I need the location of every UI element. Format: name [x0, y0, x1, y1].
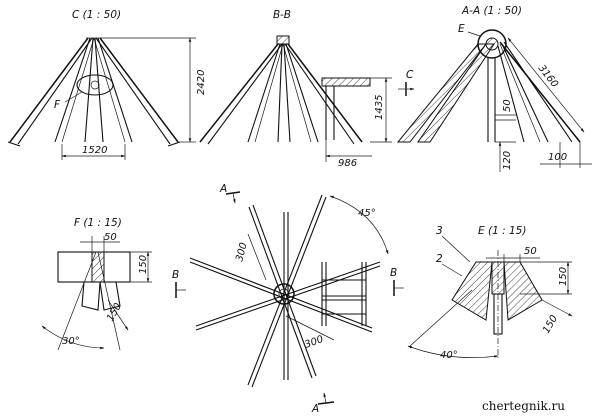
view-bb-label: B-B: [273, 9, 291, 21]
view-aa-callout: E: [458, 23, 465, 35]
view-aa-dim-50: 50: [502, 99, 513, 112]
view-f-angle: 30°: [62, 336, 80, 347]
plan-angle: 45°: [358, 208, 376, 219]
view-f-dim-50: 50: [104, 232, 117, 243]
plan-spokes: [189, 194, 381, 388]
view-c: C (1 : 50) F 2420 1520: [7, 9, 207, 160]
view-e-dim-150b: 150: [541, 313, 560, 335]
view-c-dim-width: 1520: [82, 145, 107, 156]
view-c-callout: F: [54, 99, 61, 111]
view-e-part2: 2: [436, 253, 443, 265]
view-e-dim-50: 50: [524, 246, 537, 257]
view-c-label: C (1 : 50): [72, 9, 121, 21]
plan-frame: [321, 262, 367, 326]
view-bb: B-B 1435 986 C: [199, 9, 415, 169]
view-e-angle: 40°: [440, 350, 458, 361]
view-f-label: F (1 : 15): [74, 217, 122, 229]
view-f: F (1 : 15) 50 150 150 30° B: [41, 217, 186, 351]
view-bb-arrow-c: C: [406, 69, 414, 81]
view-aa-label: A-A (1 : 50): [461, 5, 522, 17]
view-aa-dim-100: 100: [548, 152, 567, 163]
view-f-dim-150: 150: [138, 255, 149, 274]
view-e-part3: 3: [436, 225, 443, 237]
view-e-label: E (1 : 15): [478, 225, 526, 237]
plan-arrow-bottom: A: [311, 403, 319, 415]
view-e-dim-150: 150: [558, 267, 569, 286]
plan-arrow-top: A: [219, 183, 227, 195]
plan-view: A A: [189, 183, 404, 415]
view-bb-dim-986: 986: [338, 158, 357, 169]
view-aa-dim-120: 120: [502, 151, 513, 170]
watermark: chertegnik.ru: [482, 399, 565, 413]
plan-arrow-right: B: [390, 267, 397, 279]
plan-dim-300b: 300: [303, 334, 325, 351]
plan-dim-300a: 300: [234, 241, 250, 262]
view-c-dim-height: 2420: [196, 70, 207, 95]
view-e: E (1 : 15) 3 2 50 150 150 40°: [407, 225, 573, 361]
view-bb-dim-1435: 1435: [374, 95, 385, 120]
view-f-arrow-b: B: [172, 269, 179, 281]
view-aa: A-A (1 : 50) E 50 120 3160 100: [396, 5, 592, 172]
